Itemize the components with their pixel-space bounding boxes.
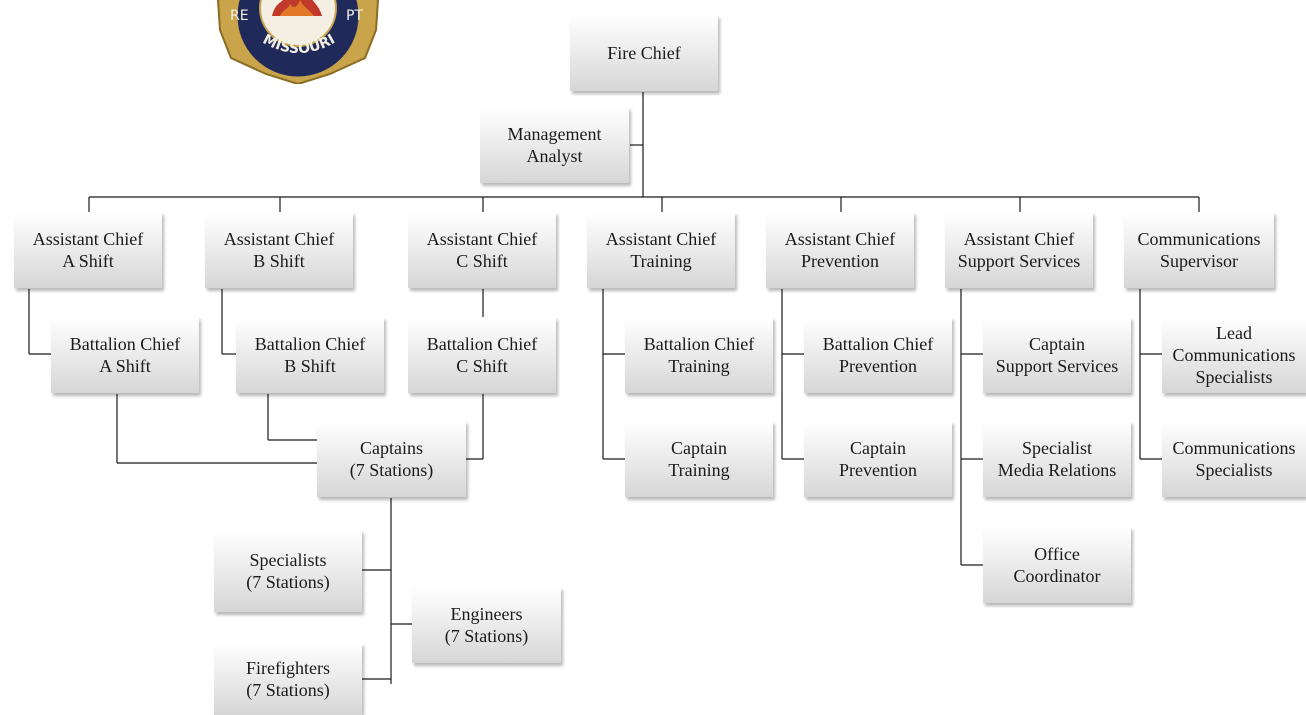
node-assistant-chief-c-shift: Assistant Chief C Shift [408,212,556,288]
node-captains-7-stations: Captains (7 Stations) [317,421,466,497]
fire-department-badge-logo: RE PT MISSOURI [216,0,380,84]
node-office-coordinator: Office Coordinator [983,527,1131,603]
node-assistant-chief-support-services: Assistant Chief Support Services [945,212,1093,288]
node-captain-training: Captain Training [625,421,773,497]
node-specialists-7-stations: Specialists (7 Stations) [214,530,362,612]
node-battalion-chief-prevention: Battalion Chief Prevention [804,317,952,393]
node-assistant-chief-b-shift: Assistant Chief B Shift [205,212,353,288]
node-battalion-chief-training: Battalion Chief Training [625,317,773,393]
badge-text-right: PT [346,8,363,24]
node-communications-supervisor: Communications Supervisor [1124,212,1274,288]
node-assistant-chief-training: Assistant Chief Training [587,212,735,288]
node-assistant-chief-prevention: Assistant Chief Prevention [766,212,914,288]
node-battalion-chief-c-shift: Battalion Chief C Shift [408,317,556,393]
node-engineers-7-stations: Engineers (7 Stations) [412,587,561,663]
node-captain-prevention: Captain Prevention [804,421,952,497]
badge-text-left: RE [230,8,249,24]
node-battalion-chief-a-shift: Battalion Chief A Shift [51,317,199,393]
node-communications-specialists: Communications Specialists [1162,421,1306,497]
node-assistant-chief-a-shift: Assistant Chief A Shift [14,212,162,288]
node-captain-support-services: Captain Support Services [983,317,1131,393]
node-firefighters-7-stations: Firefighters (7 Stations) [214,643,362,715]
node-specialist-media-relations: Specialist Media Relations [983,421,1131,497]
node-lead-communications-specialists: Lead Communications Specialists [1162,317,1306,393]
node-fire-chief: Fire Chief [570,15,718,91]
node-management-analyst: Management Analyst [480,107,629,183]
node-battalion-chief-b-shift: Battalion Chief B Shift [236,317,384,393]
